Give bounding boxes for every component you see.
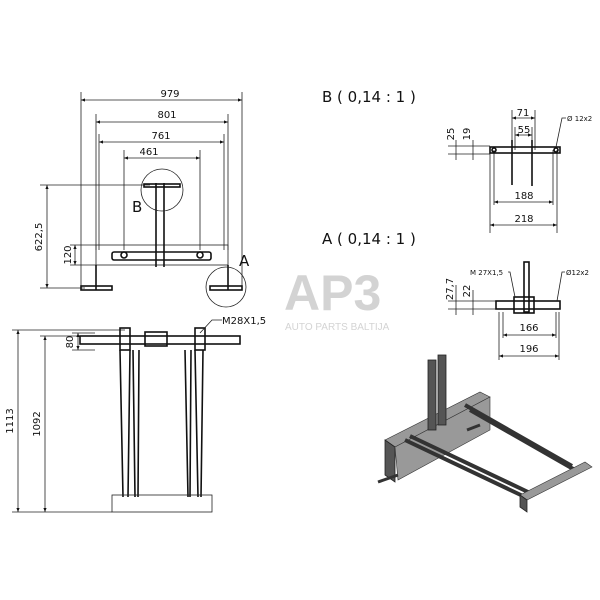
dim-188: 188 <box>514 191 533 202</box>
dim-218: 218 <box>514 214 533 225</box>
thread-label-m28: M28X1,5 <box>222 316 266 327</box>
dim-1113: 1113 <box>5 408 16 433</box>
detail-a-title: A ( 0,14 : 1 ) <box>322 230 416 248</box>
callout-b: B <box>132 198 142 216</box>
dim-80: 80 <box>65 336 76 349</box>
dim-71: 71 <box>517 108 530 119</box>
dim-27-7: 27,7 <box>445 278 456 300</box>
svg-text:AUTO PARTS BALTIJA: AUTO PARTS BALTIJA <box>285 322 390 333</box>
svg-text:AP3: AP3 <box>284 265 381 321</box>
callout-a: A <box>239 252 250 270</box>
dim-22: 22 <box>462 285 473 298</box>
top-view: 979 801 761 461 622,5 120 B A <box>34 89 250 308</box>
thread-label-m27: M 27X1,5 <box>470 269 503 277</box>
front-view: 1113 1092 80 M28X1,5 <box>5 316 266 513</box>
dim-55: 55 <box>518 125 531 136</box>
dim-196: 196 <box>519 344 538 355</box>
hole-label-b: Ø 12x2 <box>567 115 592 123</box>
detail-a: A ( 0,14 : 1 ) 27,7 22 166 196 M 27X1,5 … <box>322 230 589 360</box>
dim-761: 761 <box>151 131 170 142</box>
isometric-view <box>377 354 593 513</box>
dim-25: 25 <box>446 128 457 141</box>
dim-801: 801 <box>157 110 176 121</box>
dim-979: 979 <box>160 89 179 100</box>
dim-1092: 1092 <box>32 411 43 436</box>
detail-b-title: B ( 0,14 : 1 ) <box>322 88 416 106</box>
hole-label-a: Ø12x2 <box>566 269 589 277</box>
dim-120: 120 <box>63 245 74 264</box>
detail-b: B ( 0,14 : 1 ) 71 55 25 19 188 218 Ø 12x… <box>322 88 592 233</box>
dim-461: 461 <box>139 147 158 158</box>
watermark-logo: AP3 AUTO PARTS BALTIJA <box>284 265 390 333</box>
dim-622-5: 622,5 <box>34 223 45 252</box>
dim-19: 19 <box>462 128 473 141</box>
dim-166: 166 <box>519 323 538 334</box>
